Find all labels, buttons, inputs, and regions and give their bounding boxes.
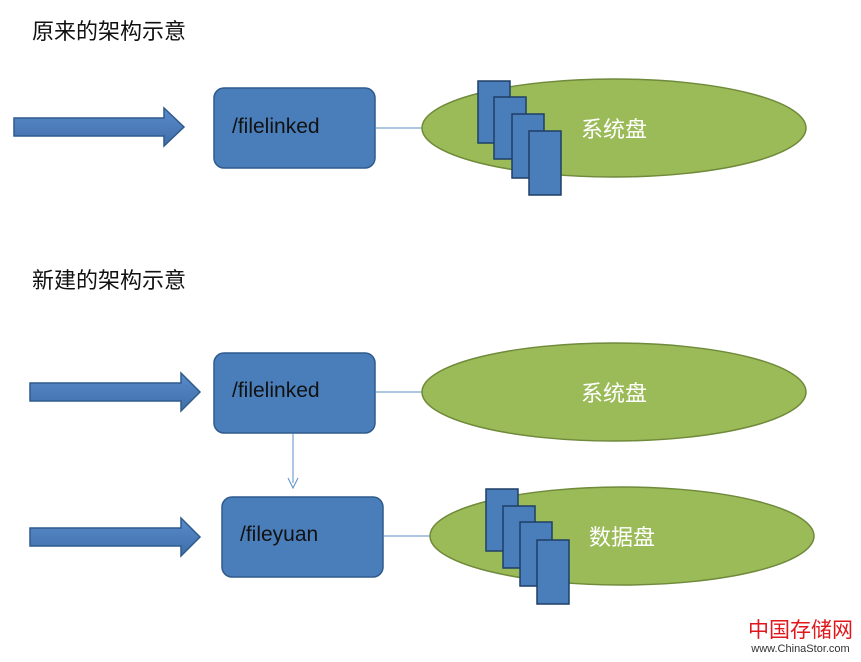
input-arrow [29,516,202,558]
folder-label: /filelinked [232,115,320,138]
input-arrow [29,371,202,413]
system-disk-ellipse [421,342,807,442]
link-arrow-head [287,477,299,490]
data-disk-label: 数据盘 [589,526,655,551]
file-stack-icon [477,80,562,196]
chinastor-watermark: 中国存储网 www.ChinaStor.com [748,618,853,656]
folder-label: /fileyuan [240,523,318,546]
folder-box-fileyuan [221,496,384,578]
new-architecture-heading: 新建的架构示意 [32,269,187,294]
folder-box-filelinked [213,352,376,434]
system-disk-label: 系统盘 [581,382,647,407]
folder-label: /filelinked [232,379,320,402]
original-architecture-heading: 原来的架构示意 [32,20,187,45]
file-stack-icon [485,488,570,605]
input-arrow [13,106,186,148]
system-disk-label: 系统盘 [581,118,647,143]
brand-name: 中国存储网 [748,618,853,642]
brand-url: www.ChinaStor.com [751,643,850,655]
